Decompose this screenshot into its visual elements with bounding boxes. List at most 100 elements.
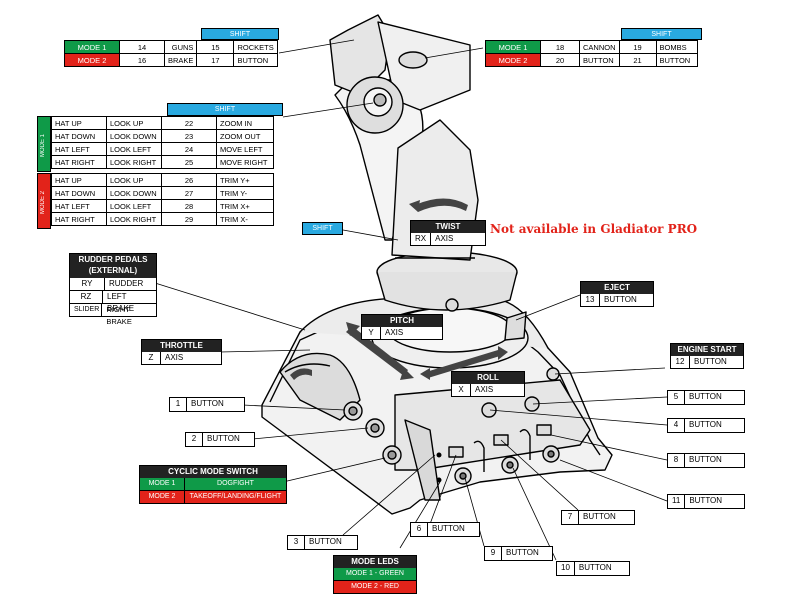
table-row: MODE 1 14 GUNS 15 ROCKETS <box>64 40 278 54</box>
shift-button-number: 19 <box>618 40 657 54</box>
hat-direction: HAT LEFT <box>51 199 107 213</box>
rudder-function: RIGHT BRAKE <box>106 305 132 326</box>
shift-function-label: TRIM X- <box>216 212 274 226</box>
throttle-title: THROTTLE <box>142 340 221 352</box>
mode1-cell: MODE 1 <box>64 40 120 54</box>
eject-title: EJECT <box>581 282 653 294</box>
shift-button-number: 26 <box>161 173 217 187</box>
button-1-callout: 1 BUTTON <box>169 397 245 412</box>
hat-direction: HAT LEFT <box>51 142 107 156</box>
table-row: MODE 2 16 BRAKE 17 BUTTON <box>64 53 278 67</box>
roll-axis-label: AXIS <box>475 385 494 394</box>
button-number: 1 <box>170 398 187 411</box>
button-label: BUTTON <box>689 392 722 401</box>
mode-leds-callout: MODE LEDS MODE 1 - GREEN MODE 2 - RED <box>333 555 417 594</box>
eject-label: BUTTON <box>604 295 637 304</box>
button-number: 14 <box>119 40 165 54</box>
shift-function-label: TRIM X+ <box>216 199 274 213</box>
shift-button-number: 22 <box>161 116 217 130</box>
button-label: BUTTON <box>191 399 224 408</box>
shift-button-number: 28 <box>161 199 217 213</box>
button-number: 10 <box>557 562 575 575</box>
hat-direction: HAT DOWN <box>51 186 107 200</box>
shift-button-number: 15 <box>196 40 235 54</box>
shift-function-label: BUTTON <box>655 53 698 67</box>
shift-button-number: 21 <box>618 53 657 67</box>
cyclic-mode-switch-callout: CYCLIC MODE SWITCH MODE 1 DOGFIGHT MODE … <box>139 465 287 504</box>
button-number: 9 <box>485 547 502 560</box>
engine-start-title: ENGINE START <box>671 344 743 356</box>
shift-function-label: MOVE RIGHT <box>216 155 274 169</box>
hat-direction: HAT RIGHT <box>51 212 107 226</box>
rudder-axis: RY <box>70 278 105 290</box>
hat-direction: HAT DOWN <box>51 129 107 143</box>
button-number: 16 <box>119 53 165 67</box>
button-number: 11 <box>668 495 686 508</box>
twist-axis-label: AXIS <box>435 234 454 243</box>
pitch-title: PITCH <box>362 315 442 327</box>
hat-function: LOOK DOWN <box>106 186 162 200</box>
mode2-cell: MODE 2 <box>485 53 541 67</box>
hat-function: LOOK LEFT <box>106 199 162 213</box>
button-number: 6 <box>411 523 428 536</box>
engine-start-number: 12 <box>671 356 690 368</box>
button-label: BUTTON <box>432 524 465 533</box>
roll-title: ROLL <box>452 372 524 384</box>
cyclic-row-mode2: MODE 2 TAKEOFF/LANDING/FLIGHT <box>140 491 286 503</box>
table-row: MODE 2 20 BUTTON 21 BUTTON <box>485 53 698 67</box>
shift-function-label: ZOOM OUT <box>216 129 274 143</box>
button-7-callout: 7 BUTTON <box>561 510 635 525</box>
function-label: BUTTON <box>579 53 620 67</box>
shift-function-label: MOVE LEFT <box>216 142 274 156</box>
rudder-title-line1: RUDDER PEDALS <box>70 254 156 266</box>
button-label: BUTTON <box>583 512 616 521</box>
shift-function-label: TRIM Y- <box>216 186 274 200</box>
mode-led-green: MODE 1 - GREEN <box>334 568 416 581</box>
cyclic-mode2-cell: MODE 2 <box>140 491 185 503</box>
shift-function-label: ZOOM IN <box>216 116 274 130</box>
rudder-axis: RZ <box>70 291 103 303</box>
cyclic-mode2-func: TAKEOFF/LANDING/FLIGHT <box>185 491 286 503</box>
mode1-cell: MODE 1 <box>485 40 541 54</box>
table-row: MODE 1 18 CANNON 19 BOMBS <box>485 40 698 54</box>
hat-mode2-bar: MODE 2 <box>37 173 51 229</box>
shift-function-label: BUTTON <box>233 53 278 67</box>
twist-axis-id: RX <box>411 233 432 245</box>
button-number: 7 <box>562 511 579 524</box>
button-number: 20 <box>540 53 580 67</box>
shift-button-number: 23 <box>161 129 217 143</box>
throttle-axis-label: AXIS <box>165 353 184 362</box>
function-label: BRAKE <box>163 53 198 67</box>
mode-led-red: MODE 2 - RED <box>334 581 416 593</box>
hat-function: LOOK RIGHT <box>106 212 162 226</box>
shift-button-number: 29 <box>161 212 217 226</box>
not-available-note: Not available in Gladiator PRO <box>490 222 698 236</box>
button-label: BUTTON <box>689 455 722 464</box>
rudder-title-line2: (EXTERNAL) <box>70 266 156 278</box>
hat-function: LOOK DOWN <box>106 129 162 143</box>
hat-function: LOOK UP <box>106 116 162 130</box>
pitch-axis-id: Y <box>362 327 381 339</box>
shift-button-number: 27 <box>161 186 217 200</box>
shift-button-number: 17 <box>196 53 235 67</box>
cyclic-mode1-cell: MODE 1 <box>140 478 185 490</box>
function-label: CANNON <box>579 40 620 54</box>
top-left-mapping-table: MODE 1 14 GUNS 15 ROCKETS MODE 2 16 BRAK… <box>64 40 278 67</box>
rudder-function: LEFT BRAKE <box>107 292 135 313</box>
twist-title: TWIST <box>411 221 485 233</box>
